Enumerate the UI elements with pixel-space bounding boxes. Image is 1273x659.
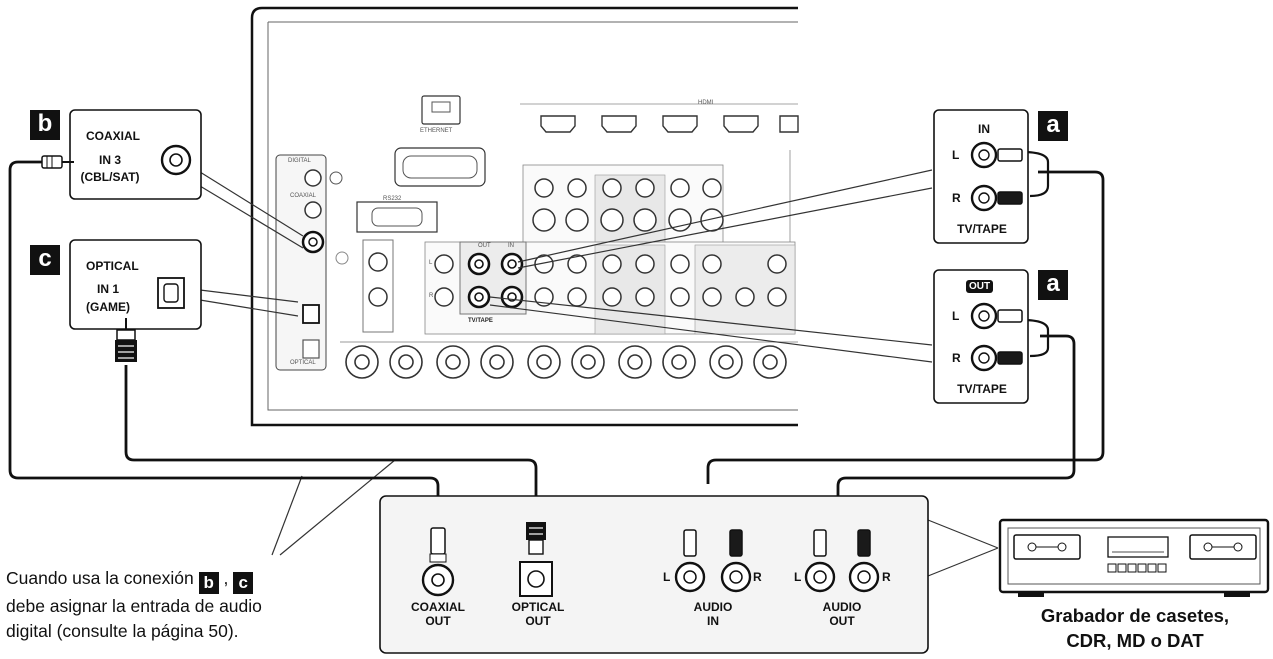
coaxial-sub: (CBL/SAT) bbox=[80, 170, 140, 184]
tvtape-out-title: OUT bbox=[966, 280, 994, 293]
coaxial-callout-box bbox=[41, 109, 202, 200]
audio-out-r-label: R bbox=[882, 570, 891, 584]
cassette-deck-icon bbox=[998, 518, 1270, 597]
tvtape-in-r: R bbox=[952, 191, 961, 205]
coaxial-title: COAXIAL bbox=[86, 129, 140, 143]
hdmi-ports bbox=[540, 115, 799, 133]
audio-in-r-label: R bbox=[753, 570, 762, 584]
assignment-note: Cuando usa la conexión b , c debe asigna… bbox=[6, 566, 386, 644]
speaker-terminals bbox=[345, 345, 787, 379]
receiver-hdmi-label: HDMI bbox=[698, 100, 714, 106]
receiver-l-label: L bbox=[429, 260, 433, 266]
receiver-rs232-label: RS232 bbox=[383, 196, 402, 202]
digital-input-section bbox=[275, 154, 327, 371]
optical-out-label-2: OUT bbox=[525, 614, 551, 628]
note-line1-prefix: Cuando usa la conexión bbox=[6, 568, 194, 588]
badge-b: b bbox=[30, 110, 60, 140]
optical-out-label-1: OPTICAL bbox=[511, 600, 565, 614]
optical-sub: (GAME) bbox=[86, 300, 130, 314]
note-line1-sep: , bbox=[223, 568, 229, 588]
receiver-out-label: OUT bbox=[478, 243, 491, 249]
audio-input-jacks bbox=[434, 254, 787, 307]
tvtape-out-l: L bbox=[952, 309, 960, 323]
audio-out-label-2: OUT bbox=[829, 614, 855, 628]
receiver-ethernet-label: ETHERNET bbox=[420, 128, 453, 134]
device-caption: Grabador de casetes, CDR, MD o DAT bbox=[1000, 603, 1270, 653]
tvtape-out-caption: TV/TAPE bbox=[957, 382, 1007, 396]
tvtape-out-r: R bbox=[952, 351, 961, 365]
device-caption-line1: Grabador de casetes, bbox=[1040, 605, 1230, 626]
audio-in-label-1: AUDIO bbox=[693, 600, 733, 614]
coaxial-port: IN 3 bbox=[98, 153, 122, 167]
tvtape-in-caption: TV/TAPE bbox=[957, 222, 1007, 236]
coaxial-out-label-1: COAXIAL bbox=[411, 600, 465, 614]
tvtape-receiver-jacks bbox=[467, 252, 524, 309]
tvtape-in-title: IN bbox=[978, 122, 990, 136]
receiver-tvtape-label: TV/TAPE bbox=[468, 318, 493, 324]
tvtape-out-callout-box bbox=[933, 269, 1029, 404]
optical-in1-jack bbox=[302, 304, 320, 324]
callout-lines bbox=[199, 169, 999, 577]
audio-in-l-label: L bbox=[663, 570, 671, 584]
receiver-digital-label: DIGITAL bbox=[288, 158, 311, 164]
optical-plug bbox=[116, 329, 136, 341]
receiver-rear-panel bbox=[250, 6, 799, 427]
audio-out-label-1: AUDIO bbox=[822, 600, 862, 614]
recorder-connection-panel bbox=[379, 495, 929, 654]
receiver-in-label: IN bbox=[508, 243, 514, 249]
note-line2: debe asignar la entrada de audio bbox=[6, 596, 262, 616]
rca-plug-white bbox=[997, 148, 1023, 162]
rca-plug-black bbox=[997, 191, 1023, 205]
badge-a-in: a bbox=[1038, 111, 1068, 141]
optical-title: OPTICAL bbox=[86, 259, 139, 273]
optical-port: IN 1 bbox=[96, 282, 120, 296]
audio-out-l-label: L bbox=[794, 570, 802, 584]
receiver-r-label: R bbox=[429, 293, 434, 299]
optical-callout-box bbox=[69, 239, 202, 362]
note-line3: digital (consulte la página 50). bbox=[6, 621, 239, 641]
receiver-coaxial-label: COAXIAL bbox=[290, 193, 317, 199]
badge-c: c bbox=[30, 245, 60, 275]
audio-in-label-2: IN bbox=[707, 614, 719, 628]
badge-a-out: a bbox=[1038, 270, 1068, 300]
coaxial-out-label-2: OUT bbox=[425, 614, 451, 628]
note-badge-c: c bbox=[233, 572, 254, 594]
rs232-port bbox=[356, 201, 438, 233]
note-badge-b: b bbox=[198, 572, 219, 594]
video-input-jacks bbox=[522, 164, 724, 246]
device-caption-line2: CDR, MD o DAT bbox=[1066, 630, 1204, 651]
tvtape-in-l: L bbox=[952, 148, 960, 162]
receiver-optical-label: OPTICAL bbox=[290, 360, 316, 366]
tvtape-in-callout-box bbox=[933, 109, 1029, 244]
